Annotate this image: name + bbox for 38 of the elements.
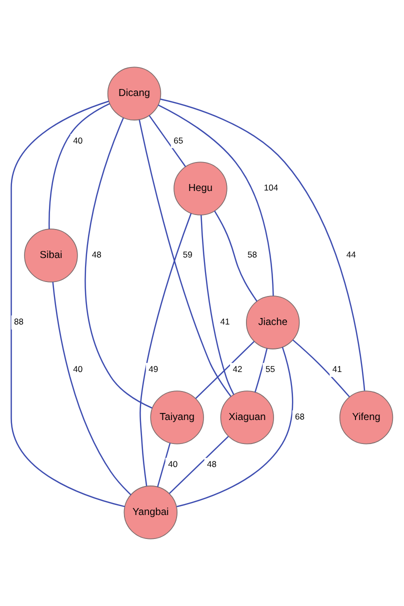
node-circle: Taiyang — [150, 390, 204, 444]
connector — [52, 282, 132, 496]
connector — [84, 118, 152, 409]
node-circle: Yangbai — [124, 486, 178, 540]
edge-label: 49 — [148, 364, 158, 374]
edge-label: 42 — [232, 364, 242, 374]
edge-label: 48 — [207, 459, 217, 470]
node-circle: Dicang — [107, 66, 162, 120]
edge-label: 40 — [73, 364, 83, 374]
edge-label: 40 — [73, 135, 83, 146]
connector — [214, 210, 258, 302]
edge-label: 58 — [248, 250, 258, 260]
edge-label: 44 — [346, 250, 356, 260]
connector — [254, 348, 268, 392]
connector — [176, 346, 294, 508]
edge-label: 68 — [295, 412, 305, 422]
connector — [48, 103, 110, 229]
connector — [195, 341, 255, 399]
node-circle: Xiaguan — [220, 390, 274, 444]
edge-label: 88 — [14, 316, 24, 327]
node-circle: Sibai — [24, 228, 78, 282]
connector — [157, 442, 171, 487]
edge-label: 40 — [168, 459, 178, 470]
edge-label: 65 — [174, 135, 184, 146]
edge-label: 55 — [265, 364, 275, 374]
edge-label: 59 — [182, 250, 192, 260]
connector — [140, 213, 192, 486]
connector — [292, 339, 350, 398]
connector — [160, 98, 366, 391]
edge-label: 41 — [332, 364, 342, 374]
edge-label: 48 — [92, 250, 102, 260]
edge-label: 104 — [264, 182, 278, 193]
edge-label: 41 — [220, 316, 230, 327]
connector — [158, 104, 274, 296]
connector — [168, 436, 229, 494]
node-circle: Yifeng — [339, 390, 394, 444]
node-circle: Jiache — [246, 296, 300, 350]
node-circle: Hegu — [174, 162, 228, 216]
